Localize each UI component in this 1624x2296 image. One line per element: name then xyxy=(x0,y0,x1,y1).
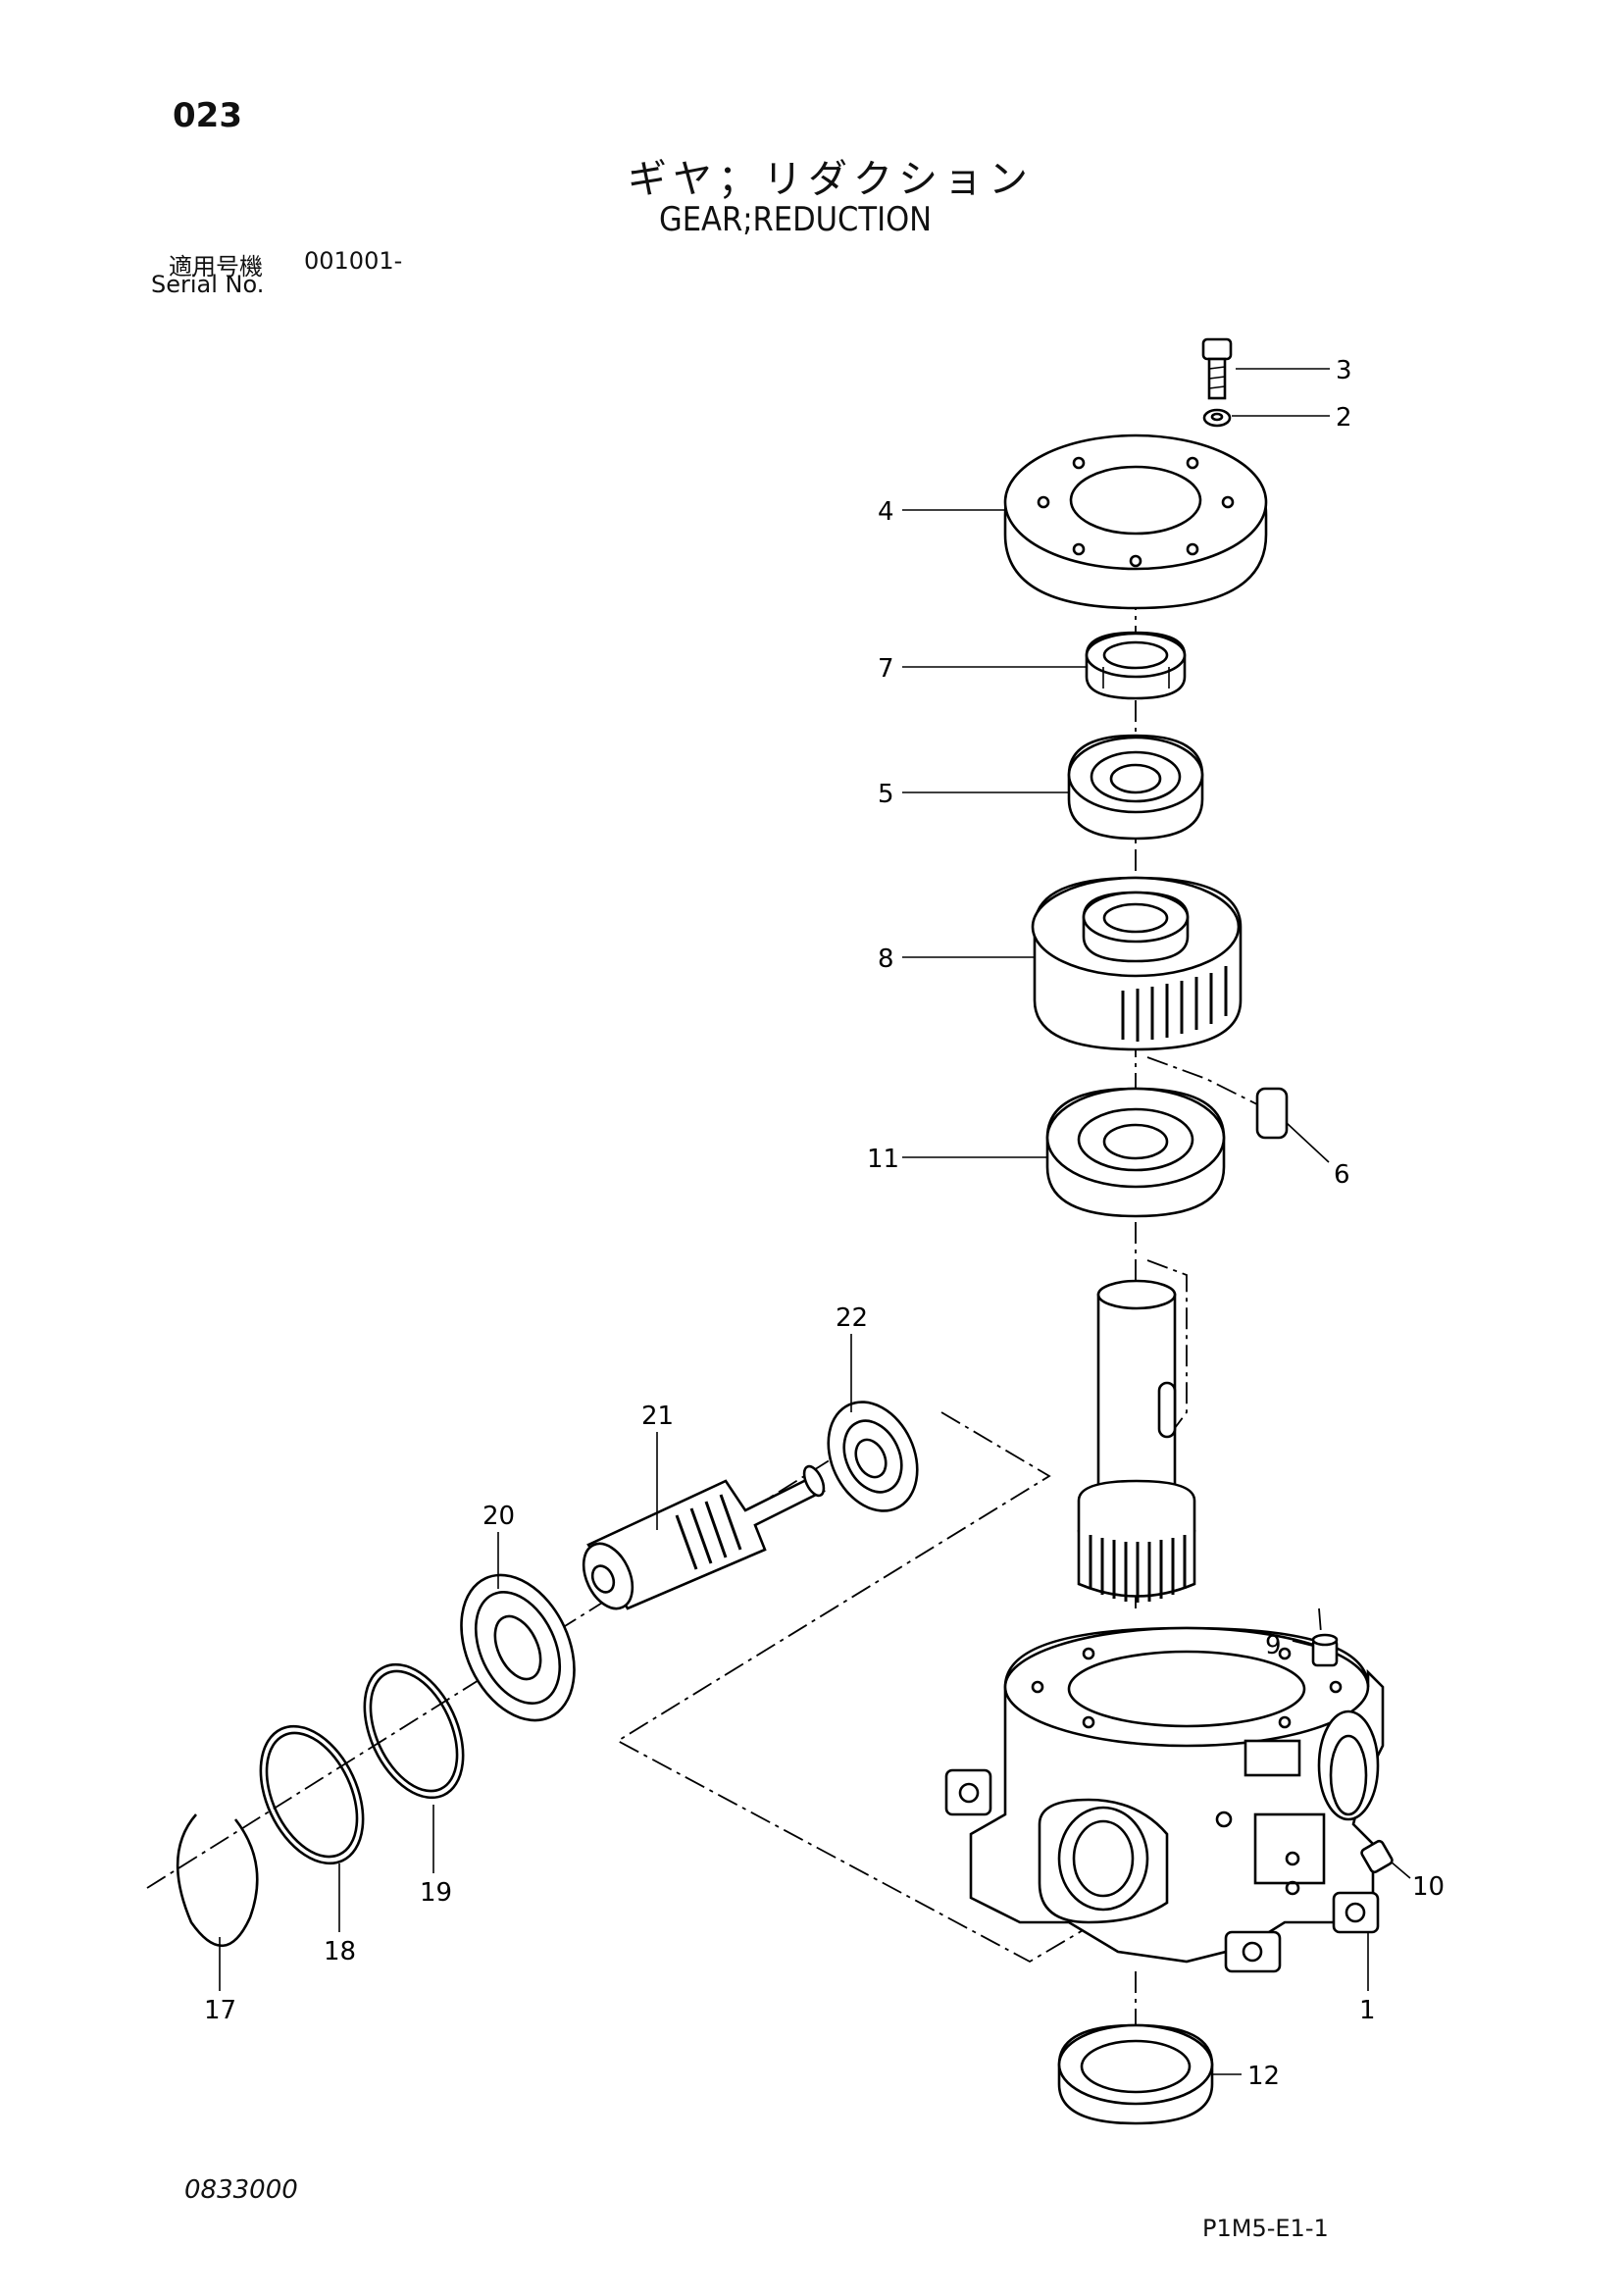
bearing-part-5 xyxy=(1067,734,1204,841)
figure-code: P1M5-E1-1 xyxy=(1202,2215,1329,2242)
key-leader-dash xyxy=(1146,1056,1266,1109)
bolt-part-3 xyxy=(1201,337,1233,400)
callout-labels: 3 2 4 7 5 8 11 6 22 21 20 19 18 17 9 10 … xyxy=(204,356,1445,2091)
callout-3: 3 xyxy=(1336,356,1352,385)
shaft-key-dash xyxy=(1146,1259,1188,1433)
callout-2: 2 xyxy=(1336,403,1352,433)
document-code: 0833000 xyxy=(184,2175,298,2205)
plug-part-9 xyxy=(1311,1633,1339,1667)
leader-lines xyxy=(219,368,1411,2075)
callout-9: 9 xyxy=(1265,1631,1282,1660)
snap-ring-part-17 xyxy=(176,1813,259,1948)
worm-gear-part-8 xyxy=(1031,876,1243,1051)
callout-20: 20 xyxy=(482,1502,515,1531)
flange-plate-part-4 xyxy=(1003,434,1268,610)
ring-part-19 xyxy=(363,1662,465,1800)
callout-21: 21 xyxy=(641,1402,674,1431)
housing-part-1 xyxy=(944,1626,1385,1973)
title-english: GEAR;REDUCTION xyxy=(659,200,933,239)
callout-1: 1 xyxy=(1359,1996,1376,2025)
callout-6: 6 xyxy=(1334,1160,1350,1190)
page-number: 023 xyxy=(173,96,242,135)
callout-17: 17 xyxy=(204,1996,236,2025)
ring-part-18 xyxy=(259,1724,365,1865)
callout-11: 11 xyxy=(867,1145,899,1174)
worm-shaft-part-21 xyxy=(582,1464,826,1610)
assembly-bracket-dash xyxy=(616,1411,1097,1964)
taper-bearing-part-22 xyxy=(827,1401,919,1512)
title-japanese: ギヤ；リダクション xyxy=(628,157,1034,202)
callout-7: 7 xyxy=(878,654,894,684)
callout-5: 5 xyxy=(878,780,894,809)
serial-number-value: 001001- xyxy=(304,247,403,275)
serial-label-english: Serial No. xyxy=(151,271,265,298)
callout-22: 22 xyxy=(836,1303,868,1333)
ring-part-12 xyxy=(1057,2023,1214,2125)
callout-10: 10 xyxy=(1412,1872,1445,1902)
bearing-part-11 xyxy=(1045,1087,1226,1218)
serial-label-japanese: 適用号機 xyxy=(169,253,263,281)
washer-part-2 xyxy=(1202,408,1232,428)
plug-part-10 xyxy=(1360,1839,1394,1874)
callout-19: 19 xyxy=(420,1878,452,1908)
lock-nut-part-7 xyxy=(1085,631,1187,700)
callout-12: 12 xyxy=(1247,2062,1280,2091)
key-part-6 xyxy=(1255,1087,1289,1140)
callout-18: 18 xyxy=(324,1937,356,1966)
callout-4: 4 xyxy=(878,497,894,527)
roller-bearing-part-20 xyxy=(460,1573,576,1722)
output-shaft xyxy=(1077,1279,1196,1603)
callout-8: 8 xyxy=(878,944,894,974)
